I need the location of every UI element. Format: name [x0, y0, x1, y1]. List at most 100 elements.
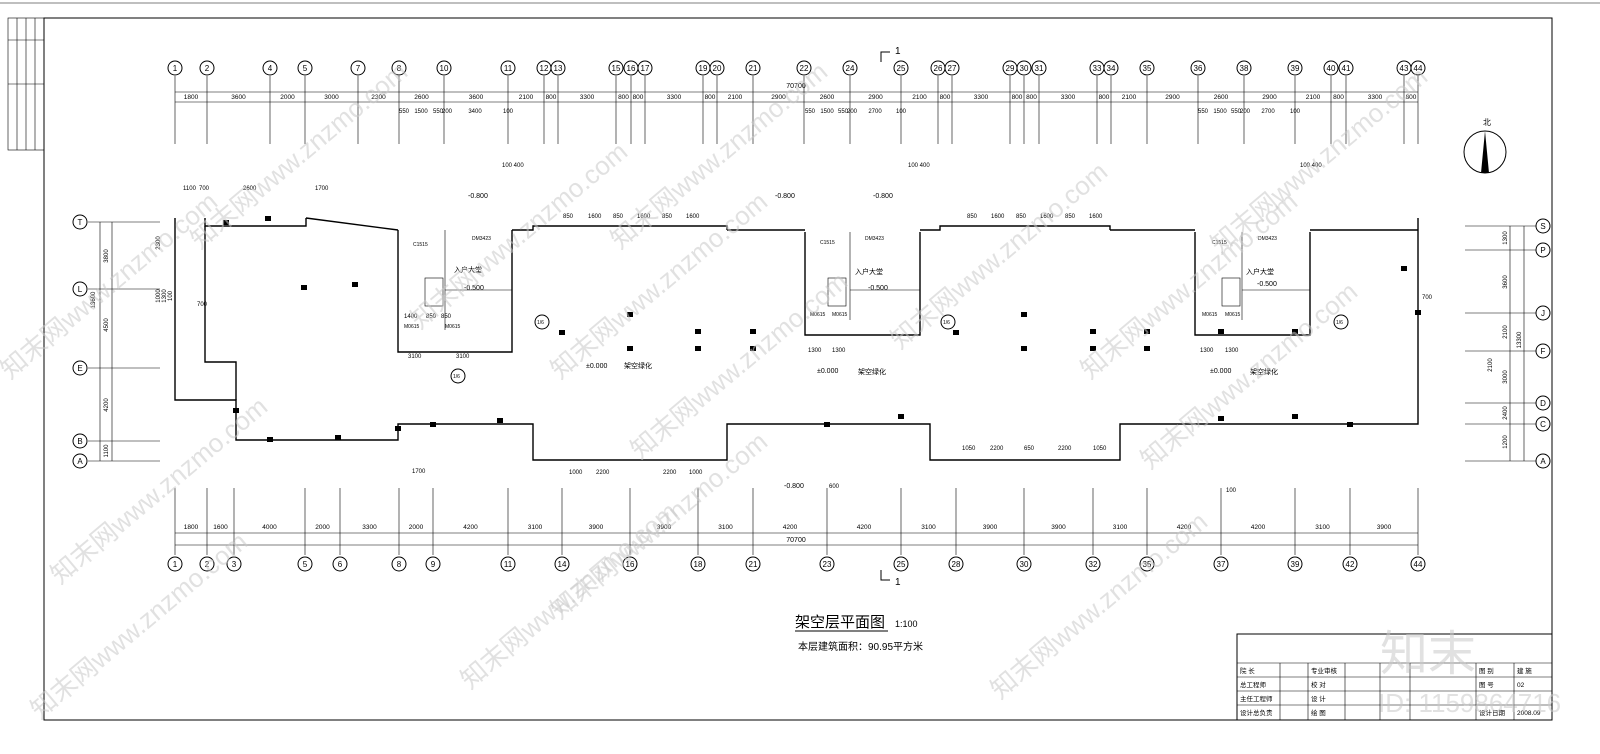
- svg-text:800: 800: [1333, 94, 1344, 101]
- axis-marker-C: C: [1535, 416, 1551, 432]
- axis-marker-12: 12: [536, 60, 552, 76]
- svg-text:3300: 3300: [974, 94, 989, 101]
- svg-text:2700: 2700: [868, 109, 882, 115]
- column-12: [695, 329, 701, 334]
- m-door-1: M0615: [404, 324, 420, 330]
- dim-600: 600: [829, 484, 840, 490]
- dim-3100-a: 3100: [408, 354, 422, 360]
- column-13: [750, 329, 756, 334]
- window-3: C1515: [1212, 240, 1227, 246]
- svg-text:1500: 1500: [1213, 109, 1227, 115]
- dim-1600-3: 1600: [686, 214, 700, 220]
- svg-text:P: P: [1540, 246, 1545, 255]
- svg-text:7: 7: [356, 64, 361, 73]
- svg-text:4: 4: [268, 64, 273, 73]
- column-29: [750, 346, 756, 351]
- svg-text:13: 13: [554, 64, 563, 73]
- axis-marker-23: 23: [819, 556, 835, 572]
- svg-text:11: 11: [504, 64, 513, 73]
- svg-text:A: A: [1540, 457, 1546, 466]
- plan-labels: 入户大堂 入户大堂 入户大堂 架空绿化 架空绿化 架空绿化 -0.800 -0.…: [183, 163, 1433, 494]
- svg-text:30: 30: [1020, 560, 1029, 569]
- svg-text:31: 31: [1035, 64, 1044, 73]
- svg-text:3900: 3900: [983, 524, 998, 531]
- svg-text:2100: 2100: [519, 94, 534, 101]
- axis-marker-28: 28: [948, 556, 964, 572]
- svg-text:2300: 2300: [156, 236, 162, 250]
- axis-marker-21: 21: [745, 60, 761, 76]
- svg-text:2100: 2100: [1488, 358, 1494, 372]
- svg-text:北: 北: [1483, 118, 1491, 127]
- svg-text:3000: 3000: [324, 94, 339, 101]
- axis-marker-40: 40: [1323, 60, 1339, 76]
- svg-text:550: 550: [399, 109, 410, 115]
- svg-text:550: 550: [1198, 109, 1209, 115]
- dim-850-4: 850: [967, 214, 978, 220]
- dim-700-l: 700: [197, 302, 208, 308]
- svg-text:A: A: [77, 457, 83, 466]
- svg-text:22: 22: [800, 64, 809, 73]
- axis-marker-38: 38: [1236, 60, 1252, 76]
- svg-text:9: 9: [431, 560, 436, 569]
- svg-text:D: D: [1540, 399, 1546, 408]
- svg-text:800: 800: [705, 94, 716, 101]
- column-7: [395, 426, 401, 431]
- svg-text:4000: 4000: [262, 524, 277, 531]
- column-3: [352, 282, 358, 287]
- axis-marker-1: 1: [167, 556, 183, 572]
- svg-text:3600: 3600: [469, 94, 484, 101]
- svg-text:8: 8: [397, 64, 402, 73]
- svg-text:100: 100: [896, 109, 907, 115]
- dim-2200-1: 2200: [596, 470, 610, 476]
- svg-text:4200: 4200: [783, 524, 798, 531]
- column-15: [898, 414, 904, 419]
- m-door-5: M0615: [1202, 312, 1218, 318]
- axis-marker-35: 35: [1139, 556, 1155, 572]
- m-door-3: M0615: [810, 312, 826, 318]
- svg-text:2600: 2600: [414, 94, 429, 101]
- svg-text:1/6: 1/6: [537, 320, 544, 326]
- svg-text:3900: 3900: [1377, 524, 1392, 531]
- column-22: [1347, 422, 1353, 427]
- svg-text:4200: 4200: [463, 524, 478, 531]
- svg-text:19: 19: [699, 64, 708, 73]
- section-cut-marks: 1 1: [880, 46, 901, 588]
- svg-text:14: 14: [558, 560, 567, 569]
- structural-columns: [223, 216, 1421, 442]
- dim-1300-c: 1300: [1200, 348, 1214, 354]
- dim-2200-2: 2200: [663, 470, 677, 476]
- svg-text:30: 30: [1020, 64, 1029, 73]
- title-block-cell: 总工程师: [1240, 680, 1267, 689]
- svg-text:12: 12: [540, 64, 549, 73]
- brand-watermark: 知末: [1380, 628, 1476, 681]
- column-31: [1218, 329, 1224, 334]
- svg-text:34: 34: [1107, 64, 1116, 73]
- svg-text:42: 42: [1346, 560, 1355, 569]
- label-entry-hall-1: 入户大堂: [454, 265, 482, 274]
- svg-text:4500: 4500: [104, 318, 110, 332]
- svg-text:1200: 1200: [1503, 435, 1509, 449]
- svg-text:37: 37: [1217, 560, 1226, 569]
- window-2: C1515: [820, 240, 835, 246]
- title-block-cell: 主任工程师: [1240, 694, 1273, 703]
- title-block-cell: 专业审核: [1311, 666, 1338, 675]
- column-21: [1292, 414, 1298, 419]
- north-arrow-icon: 北: [1463, 118, 1507, 174]
- column-32: [1292, 329, 1298, 334]
- svg-text:2900: 2900: [1262, 94, 1277, 101]
- svg-text:200: 200: [847, 109, 858, 115]
- axis-marker-31: 31: [1031, 60, 1047, 76]
- elev-4: -0.800: [784, 483, 804, 490]
- dim-1100-t: 1100: [183, 186, 197, 192]
- elev-1: -0.800: [468, 193, 488, 200]
- column-10: [559, 330, 565, 335]
- svg-text:3300: 3300: [580, 94, 595, 101]
- svg-text:800: 800: [618, 94, 629, 101]
- axis-marker-21: 21: [745, 556, 761, 572]
- svg-text:3800: 3800: [104, 249, 110, 263]
- svg-text:70700: 70700: [786, 537, 806, 544]
- dim-1700-t: 1700: [315, 186, 329, 192]
